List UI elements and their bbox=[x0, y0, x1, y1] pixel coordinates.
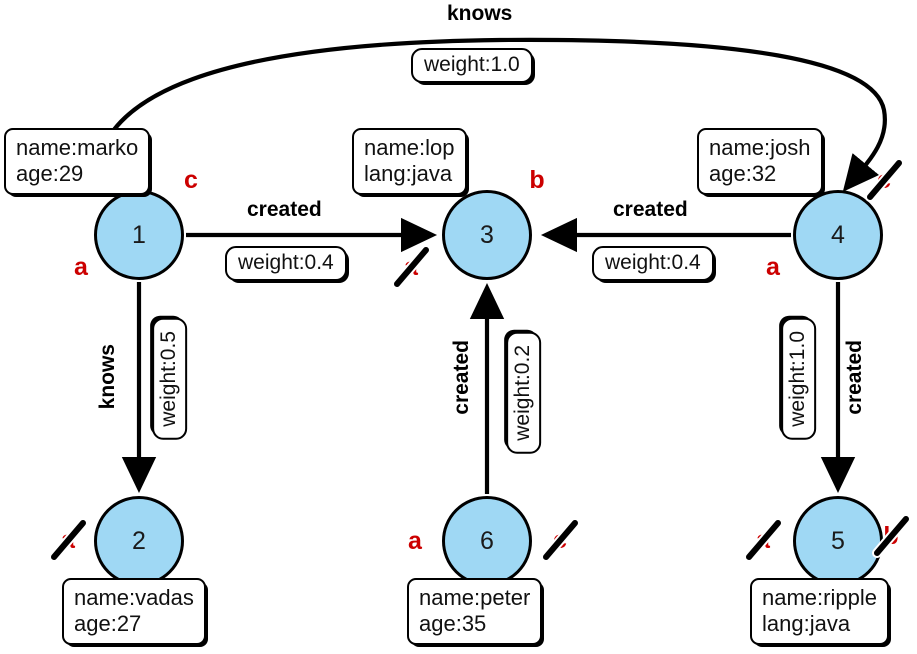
annotation-a-vertex-2: a bbox=[49, 518, 88, 562]
strikethrough-icon bbox=[392, 245, 431, 289]
edge-label-4-knows-1: knows bbox=[447, 2, 513, 25]
weight-box-1-knows-2: weight:0.5 bbox=[152, 318, 188, 440]
weight-box-4-created-3: weight:0.4 bbox=[592, 246, 714, 282]
propbox-line: name:josh bbox=[709, 135, 811, 160]
vertex-6[interactable]: 6 bbox=[442, 496, 532, 586]
propbox-line: age:27 bbox=[74, 610, 142, 636]
strikethrough-icon bbox=[865, 158, 904, 202]
propbox-vertex-3: name:lop lang:java bbox=[352, 128, 467, 195]
annotation-c-vertex-1: c bbox=[176, 163, 206, 197]
annotation-a-vertex-4: a bbox=[758, 250, 788, 284]
annotation-letter: a bbox=[766, 252, 780, 281]
annotation-letter: a bbox=[74, 252, 88, 281]
vertex-label: 2 bbox=[132, 526, 146, 555]
vertex-3[interactable]: 3 bbox=[442, 190, 532, 280]
vertex-label: 5 bbox=[831, 526, 845, 555]
vertex-label: 6 bbox=[480, 526, 494, 555]
propbox-line: name:ripple bbox=[762, 585, 877, 610]
propbox-vertex-5: name:ripple lang:java bbox=[750, 578, 889, 645]
strikethrough-icon bbox=[872, 514, 911, 558]
weight-box-1-created-3: weight:0.4 bbox=[225, 246, 347, 282]
vertex-4[interactable]: 4 bbox=[793, 190, 883, 280]
edge-path-4-knows-1 bbox=[93, 37, 888, 194]
edge-label-4-created-3: created bbox=[613, 198, 688, 221]
strikethrough-icon bbox=[49, 518, 88, 562]
strikethrough-icon bbox=[744, 518, 783, 562]
annotation-letter: a bbox=[408, 526, 422, 555]
annotation-a-vertex-6: a bbox=[400, 524, 430, 558]
annotation-b-vertex-3: b bbox=[522, 163, 552, 197]
propbox-line: name:marko bbox=[16, 135, 139, 160]
vertex-5[interactable]: 5 bbox=[793, 496, 883, 586]
propbox-line: age:32 bbox=[709, 160, 777, 186]
annotation-a-vertex-5: a bbox=[744, 518, 783, 562]
annotation-a-vertex-1: a bbox=[66, 250, 96, 284]
propbox-line: name:vadas bbox=[74, 585, 194, 610]
weight-box-4-created-5: weight:1.0 bbox=[781, 318, 817, 440]
annotation-c-vertex-6: c bbox=[541, 518, 580, 562]
vertex-label: 1 bbox=[132, 220, 146, 249]
edge-label-1-created-3: created bbox=[247, 198, 322, 221]
edge-label-4-created-5: created bbox=[843, 340, 866, 415]
propbox-line: age:35 bbox=[419, 610, 487, 636]
annotation-a-vertex-3: a bbox=[392, 245, 431, 289]
edge-label-1-knows-2: knows bbox=[96, 344, 119, 410]
weight-box-4-knows-1: weight:1.0 bbox=[411, 48, 533, 84]
propbox-line: name:peter bbox=[419, 585, 531, 610]
propbox-line: lang:java bbox=[364, 160, 453, 186]
strikethrough-icon bbox=[541, 518, 580, 562]
propbox-vertex-4: name:josh age:32 bbox=[697, 128, 823, 195]
vertex-label: 3 bbox=[480, 220, 494, 249]
weight-box-6-created-3: weight:0.2 bbox=[506, 332, 542, 454]
propbox-vertex-2: name:vadas age:27 bbox=[62, 578, 206, 645]
annotation-letter: b bbox=[529, 165, 545, 194]
annotation-letter: c bbox=[184, 165, 198, 194]
propbox-line: age:29 bbox=[16, 160, 84, 186]
propbox-line: name:lop bbox=[364, 135, 455, 160]
annotation-b-vertex-5: b bbox=[872, 514, 911, 558]
propbox-vertex-6: name:peter age:35 bbox=[407, 578, 543, 645]
propbox-vertex-1: name:marko age:29 bbox=[4, 128, 151, 195]
propbox-line: lang:java bbox=[762, 610, 851, 636]
vertex-1[interactable]: 1 bbox=[94, 190, 184, 280]
vertex-label: 4 bbox=[831, 220, 845, 249]
annotation-c-vertex-4: c bbox=[865, 158, 904, 202]
edge-label-6-created-3: created bbox=[450, 340, 473, 415]
vertex-2[interactable]: 2 bbox=[94, 496, 184, 586]
